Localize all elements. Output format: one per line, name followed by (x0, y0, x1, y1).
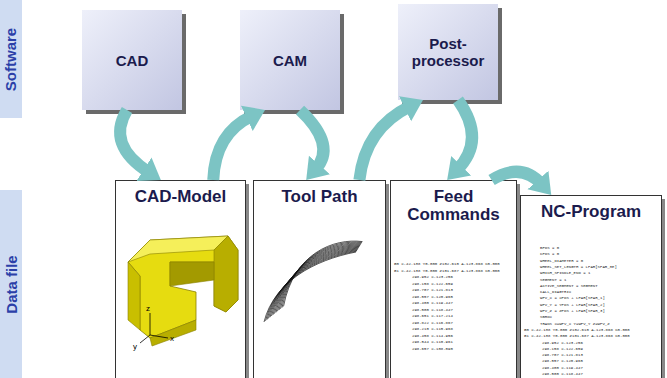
software-box: Post-processor (398, 4, 498, 100)
code-line: 298.158 X-122.659 (412, 282, 453, 287)
data-page: Tool Path (253, 180, 386, 378)
code-line: 298.557 X-120.965 (412, 295, 453, 300)
code-line: G0 X-42.138 Y0.000 Z102.610 A-123.868 C0… (524, 328, 630, 333)
code-line: 298.458 X-114.956 (412, 334, 453, 339)
data-page (254, 181, 386, 378)
cad-part (128, 236, 238, 346)
flow-arrow (457, 100, 472, 170)
node-title: Software (3, 27, 20, 90)
code-line: G0 X-42.138 Y0.000 Z102.610 A-123.868 C0… (394, 262, 500, 267)
code-line: WHICH_SPINDLE_END = 1 (540, 271, 590, 276)
code-line: ACTIVE_SEGMENT = SEGMENT (540, 284, 598, 289)
code-line: 298.707 X-121.813 (542, 353, 583, 358)
code-line: WHEEL_SET_LENGTH = LPAR[SPAR_3E] (540, 265, 617, 270)
code-line: 298.822 X-116.867 (412, 321, 453, 326)
code-line: 298.651 X-117.214 (412, 314, 453, 319)
code-line: TRANS X=WPV_X Y=WPV_Y Z=WPV_Z (540, 322, 610, 327)
node-title: Data file (3, 255, 20, 313)
code-line: 298.707 X-121.813 (412, 288, 453, 293)
code-line: 298.500 X-118.447 (542, 372, 583, 377)
band-label: Software (0, 0, 22, 118)
flow-arrow (213, 116, 252, 180)
code-line: G1 X-42.138 Y0.000 Z101.687 A-123.868 C0… (524, 334, 630, 339)
flow-arrow (359, 106, 410, 180)
node-title: Tool Path (259, 188, 380, 206)
data-page (116, 181, 246, 378)
node-title: CAM (273, 52, 307, 69)
data-page (391, 181, 517, 378)
node-title: CAD-Model (121, 188, 240, 206)
code-line: 298.210 X-115.968 (412, 327, 453, 332)
band-label: Data file (0, 190, 22, 378)
code-line: 298.952 X-123.256 (542, 341, 583, 346)
flow-arrow (492, 172, 542, 185)
code-line: G1 X-42.138 Y0.000 Z101.687 A-123.868 C0… (394, 269, 500, 274)
code-line: SBROX (540, 315, 552, 320)
code-line: 298.952 X-123.256 (412, 275, 453, 280)
node-title: Post-processor (404, 35, 492, 69)
band (0, 190, 22, 378)
software-box: CAD (82, 10, 182, 110)
software-box (82, 10, 182, 110)
code-line: CALL_DIAGTRIX (540, 290, 571, 295)
code-line: 298.557 X-120.965 (542, 359, 583, 364)
code-line: 298.158 X-122.659 (542, 347, 583, 352)
code-line: 298.400 X-119.447 (412, 301, 453, 306)
axis-label: x (170, 334, 174, 343)
axis-label: z (146, 304, 150, 313)
flow-arrow (300, 110, 323, 170)
software-box (240, 10, 340, 110)
code-line: CPOS = 0 (540, 252, 559, 257)
axis-label: y (133, 342, 137, 351)
code-line: 298.500 X-118.447 (412, 308, 453, 313)
data-page: Feed Commands (390, 180, 517, 378)
code-line: BPOS = 0 (540, 246, 559, 251)
code-line: 298.400 X-119.447 (542, 366, 583, 371)
code-line: WPV_Y = YPOS + LPAR[SPAR_2] (540, 303, 605, 308)
code-line: 298.657 X-108.090 (412, 347, 453, 352)
band (0, 0, 22, 118)
software-box (398, 4, 498, 100)
node-title: NC-Program (526, 203, 656, 221)
code-line: WPV_Z = ZPOS + LPAR[SPAR_3] (540, 309, 605, 314)
code-line: WPV_X = XPOS + LPAR[SPAR_1] (540, 296, 605, 301)
software-box: CAM (240, 10, 340, 110)
tool-path-curves (264, 241, 363, 322)
code-line: SEGMENT = 1 (540, 278, 566, 283)
data-page (521, 196, 662, 378)
node-title: Feed Commands (396, 188, 511, 224)
code-line: 298.544 X-110.961 (412, 340, 453, 345)
code-line: WHEEL_DIAMETER = 0 (540, 259, 583, 264)
node-title: CAD (116, 52, 149, 69)
flow-arrow (120, 110, 149, 172)
